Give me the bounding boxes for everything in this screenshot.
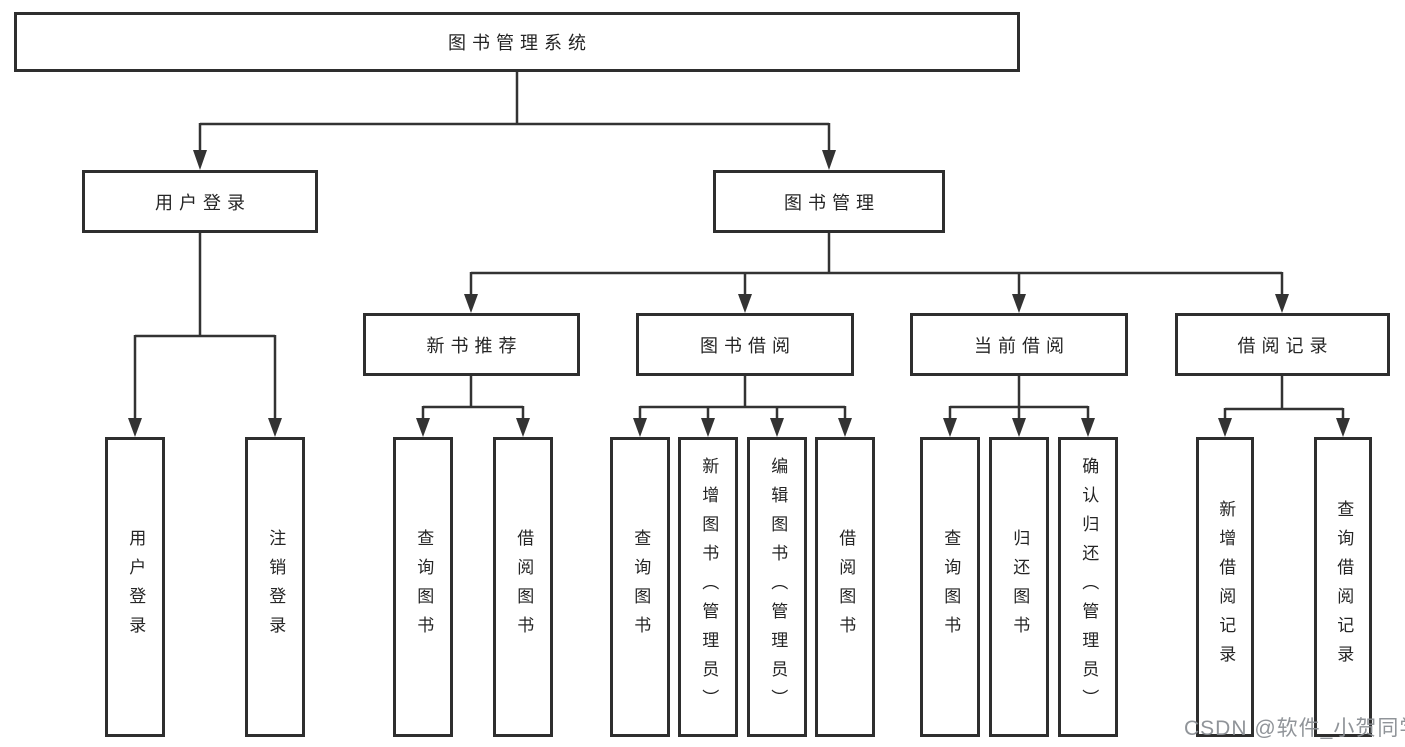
leaf-label: 查询图书 xyxy=(414,529,434,645)
leaf-return-books: 归还图书 xyxy=(989,437,1049,737)
leaf-confirm-return-admin: 确认归还（管理员） xyxy=(1058,437,1118,737)
leaf-label: 借阅图书 xyxy=(836,529,856,645)
leaf-add-borrow-record: 新增借阅记录 xyxy=(1196,437,1254,737)
leaf-label: 确认归还（管理员） xyxy=(1079,456,1099,718)
leaf-label: 用户登录 xyxy=(126,529,146,645)
leaf-label: 借阅图书 xyxy=(514,529,534,645)
leaf-label: 查询借阅记录 xyxy=(1334,500,1354,674)
leaf-borrow-books: 借阅图书 xyxy=(815,437,875,737)
leaf-query-books-current: 查询图书 xyxy=(920,437,980,737)
leaf-user-login: 用户登录 xyxy=(105,437,165,737)
leaf-edit-books-admin: 编辑图书（管理员） xyxy=(747,437,807,737)
leaf-logout: 注销登录 xyxy=(245,437,305,737)
node-current-borrowing: 当前借阅 xyxy=(910,313,1128,376)
node-user-login: 用户登录 xyxy=(82,170,318,233)
leaf-label: 归还图书 xyxy=(1010,529,1030,645)
leaf-label: 新增借阅记录 xyxy=(1216,500,1236,674)
node-book-borrowing: 图书借阅 xyxy=(636,313,854,376)
node-borrowing-records: 借阅记录 xyxy=(1175,313,1390,376)
node-root-library-management-system: 图书管理系统 xyxy=(14,12,1020,72)
leaf-label: 注销登录 xyxy=(266,529,286,645)
leaf-label: 查询图书 xyxy=(941,529,961,645)
node-book-management: 图书管理 xyxy=(713,170,945,233)
leaf-query-borrow-record: 查询借阅记录 xyxy=(1314,437,1372,737)
node-new-book-recommendation: 新书推荐 xyxy=(363,313,580,376)
leaf-label: 新增图书（管理员） xyxy=(699,456,719,718)
leaf-query-books-borrow: 查询图书 xyxy=(610,437,670,737)
leaf-add-books-admin: 新增图书（管理员） xyxy=(678,437,738,737)
csdn-watermark: CSDN @软件_小贺同学 xyxy=(1184,717,1405,740)
leaf-query-books-recommend: 查询图书 xyxy=(393,437,453,737)
leaf-borrow-books-recommend: 借阅图书 xyxy=(493,437,553,737)
leaf-label: 编辑图书（管理员） xyxy=(768,456,788,718)
leaf-label: 查询图书 xyxy=(631,529,651,645)
